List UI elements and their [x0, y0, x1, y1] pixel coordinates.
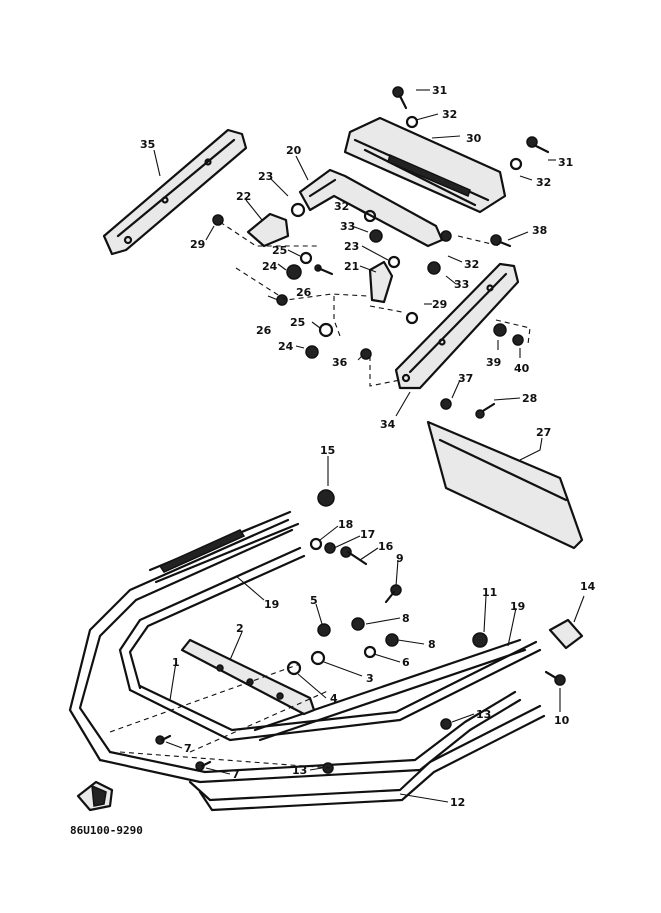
- callout-9: 9: [396, 552, 404, 565]
- callout-37: 37: [458, 372, 473, 385]
- callout-30: 30: [466, 132, 482, 145]
- part-2-crossbar: [180, 638, 316, 716]
- callout-8-lower: 8: [428, 638, 436, 651]
- callout-32-mid: 32: [334, 200, 349, 213]
- callout-8-upper: 8: [402, 612, 410, 625]
- callout-28: 28: [522, 392, 537, 405]
- callout-23-upper: 23: [258, 170, 273, 183]
- callout-22: 22: [236, 190, 251, 203]
- callout-31-top: 31: [432, 84, 447, 97]
- callout-32-top: 32: [442, 108, 457, 121]
- callout-33-lower: 33: [454, 278, 469, 291]
- hardware-group: [155, 86, 566, 774]
- part-19-rail-left: [148, 510, 300, 584]
- callout-34: 34: [380, 418, 396, 431]
- callout-26-upper: 26: [296, 286, 312, 299]
- callout-5: 5: [310, 594, 318, 607]
- callout-35: 35: [140, 138, 155, 151]
- callout-26-lower: 26: [256, 324, 272, 337]
- callout-1: 1: [172, 656, 180, 669]
- callout-17: 17: [360, 528, 375, 541]
- callout-10: 10: [554, 714, 570, 727]
- callout-29-right: 29: [432, 298, 447, 311]
- callout-3: 3: [366, 672, 374, 685]
- callout-24-lower: 24: [278, 340, 294, 353]
- callout-7-lower: 7: [232, 768, 240, 781]
- callout-2: 2: [236, 622, 244, 635]
- callout-20: 20: [286, 144, 302, 157]
- callout-40: 40: [514, 362, 530, 375]
- callout-13-lower: 13: [292, 764, 307, 777]
- callout-25-upper: 25: [272, 244, 287, 257]
- callout-39: 39: [486, 356, 501, 369]
- callout-36: 36: [332, 356, 348, 369]
- callout-32-lower: 32: [464, 258, 479, 271]
- callout-7-upper: 7: [184, 742, 192, 755]
- callout-23-lower: 23: [344, 240, 359, 253]
- part-35-left-bracket: [102, 128, 248, 256]
- callout-25-lower: 25: [290, 316, 305, 329]
- diagram-code: 86U100-9290: [70, 824, 143, 837]
- callout-4: 4: [330, 692, 338, 705]
- part-34-right-bracket: [394, 262, 520, 390]
- callout-32-right: 32: [536, 176, 551, 189]
- callout-19-left: 19: [264, 598, 279, 611]
- front-direction-arrow-icon: [76, 780, 114, 812]
- callout-33-mid: 33: [340, 220, 355, 233]
- callout-13-right: 13: [476, 708, 491, 721]
- callout-labels: 31 32 30 35 20 31 32 23 22 32 33 38 29 2…: [140, 84, 596, 809]
- part-19-rail-right: [253, 638, 527, 742]
- callout-leaders: [153, 89, 585, 803]
- callout-16: 16: [378, 540, 394, 553]
- callout-27: 27: [536, 426, 551, 439]
- callout-6: 6: [402, 656, 410, 669]
- callout-15: 15: [320, 444, 335, 457]
- part-12-bottom-rail: [188, 704, 546, 812]
- callout-21: 21: [344, 260, 359, 273]
- callout-12: 12: [450, 796, 465, 809]
- part-22-small-bracket: [246, 212, 290, 248]
- callout-18: 18: [338, 518, 353, 531]
- part-30-top-bar: [343, 116, 507, 214]
- assembly-guide-lines: [109, 221, 531, 769]
- callout-38: 38: [532, 224, 547, 237]
- callout-11: 11: [482, 586, 497, 599]
- callout-14: 14: [580, 580, 596, 593]
- callout-19-right: 19: [510, 600, 525, 613]
- callout-29-left: 29: [190, 238, 205, 251]
- part-27-side-panel: [426, 420, 584, 550]
- part-14-end-cap: [548, 618, 584, 650]
- callout-31-right: 31: [558, 156, 573, 169]
- callout-24-upper: 24: [262, 260, 278, 273]
- part-21-small-bracket: [368, 260, 394, 304]
